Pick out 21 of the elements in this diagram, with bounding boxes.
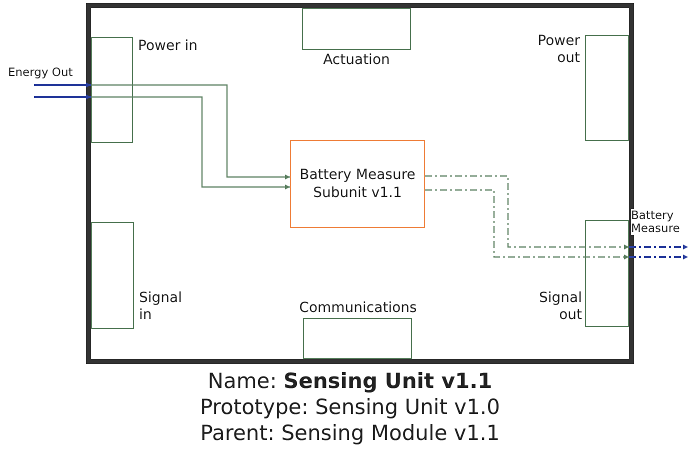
caption-text: Name: Sensing Unit v1.1 [208,369,492,394]
system-boundary-box [86,3,634,364]
arrow [629,244,688,250]
subunit-box [290,140,425,228]
port-label: Power in [138,38,198,55]
port-label: Communications [298,300,418,317]
arrow [425,175,629,250]
arrow [91,84,290,180]
arrow [629,254,688,260]
arrow [34,82,91,88]
subunit-label: Battery Measure Subunit v1.1 [298,166,416,202]
port-label: Signal out [538,290,582,324]
arrow [91,96,290,190]
port-label: Signal in [139,290,184,324]
caption-text: Prototype: Sensing Unit v1.0 [200,395,500,420]
arrow [425,189,629,260]
port-label: Actuation [322,52,391,69]
caption-text: Parent: Sensing Module v1.1 [200,421,500,446]
arrow [34,94,91,100]
port-label: Power out [536,33,580,67]
edge-label: Energy Out [8,66,73,79]
